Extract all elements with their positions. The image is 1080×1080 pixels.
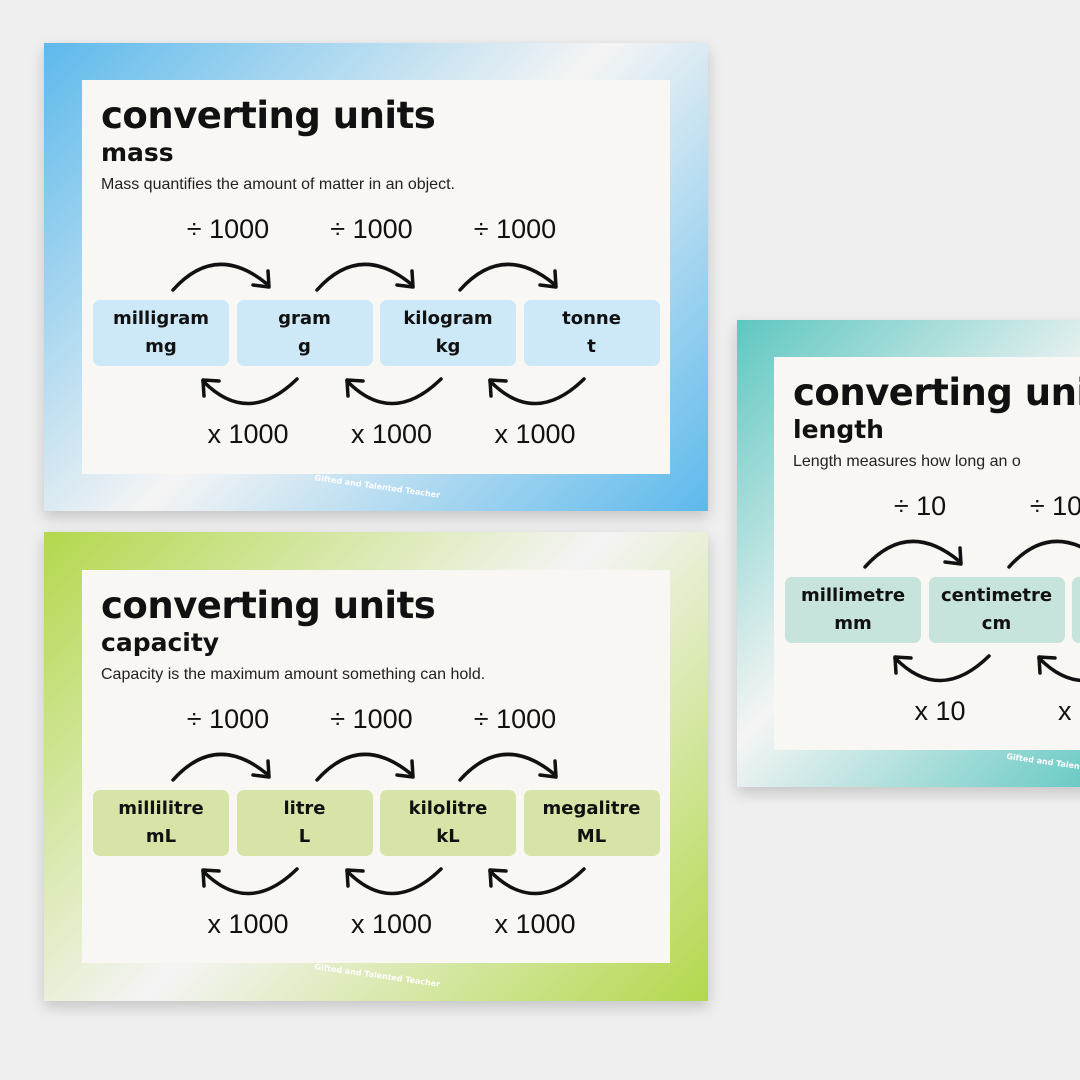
poster-length: converting units length Length measures … bbox=[737, 320, 1080, 787]
poster-description: Length measures how long an o bbox=[793, 453, 1021, 470]
unit-name: milligram bbox=[112, 308, 210, 329]
unit-name: tonne bbox=[562, 308, 621, 329]
multiply-label: x 1000 bbox=[494, 909, 576, 939]
unit-box: megalitre ML bbox=[523, 790, 660, 856]
unit-name: millilitre bbox=[118, 798, 204, 819]
unit-box bbox=[1072, 577, 1080, 643]
divide-label: ÷ 1000 bbox=[473, 214, 557, 244]
divide-label: ÷ 1000 bbox=[473, 704, 557, 734]
unit-box: millimetre mm bbox=[785, 577, 921, 643]
unit-name: millimetre bbox=[800, 585, 906, 606]
unit-box: tonne t bbox=[523, 300, 660, 366]
unit-symbol: g bbox=[298, 336, 311, 357]
poster-title: converting units bbox=[101, 584, 436, 627]
poster-panel: converting units mass Mass quantifies th… bbox=[82, 80, 670, 474]
poster-subtitle: capacity bbox=[101, 628, 220, 657]
unit-name: gram bbox=[278, 308, 331, 329]
unit-name: kilolitre bbox=[408, 798, 488, 819]
poster-description: Mass quantifies the amount of matter in … bbox=[101, 176, 455, 193]
multiply-label: x 1000 bbox=[494, 419, 576, 449]
unit-symbol: mL bbox=[145, 826, 177, 847]
multiply-label: x 1000 bbox=[207, 909, 289, 939]
arrow-right-icon bbox=[171, 262, 271, 292]
arrow-right-icon bbox=[314, 262, 415, 292]
unit-symbol: mm bbox=[834, 613, 872, 634]
divide-label: ÷ 1000 bbox=[186, 214, 270, 244]
arrow-right-icon bbox=[171, 752, 271, 782]
poster-subtitle: length bbox=[793, 415, 884, 444]
divide-label: ÷ 10 bbox=[893, 491, 947, 521]
arrow-right-icon bbox=[863, 539, 963, 569]
divide-label: ÷ 1000 bbox=[330, 704, 413, 734]
arrow-left-icon bbox=[344, 867, 443, 896]
unit-box: kilolitre kL bbox=[380, 790, 516, 856]
unit-symbol: kL bbox=[436, 826, 460, 847]
watermark-logo: Gifted and Talented Teacher bbox=[313, 962, 441, 989]
unit-symbol: kg bbox=[435, 336, 461, 357]
unit-name: megalitre bbox=[542, 798, 641, 819]
arrow-left-icon bbox=[344, 377, 443, 406]
arrow-left-icon bbox=[1036, 655, 1080, 683]
poster-subtitle: mass bbox=[101, 138, 174, 167]
arrow-left-icon bbox=[893, 654, 991, 683]
poster-title: converting units bbox=[793, 371, 1080, 414]
multiply-label: x 10 bbox=[914, 696, 966, 726]
arrow-right-icon bbox=[458, 262, 558, 292]
unit-symbol: L bbox=[298, 826, 311, 847]
unit-box: gram g bbox=[236, 300, 373, 366]
watermark-logo: Gifted and Talented bbox=[1005, 751, 1080, 774]
multiply-label: x 1000 bbox=[207, 419, 289, 449]
unit-symbol: mg bbox=[145, 336, 177, 357]
poster-mass: converting units mass Mass quantifies th… bbox=[44, 43, 708, 511]
arrow-left-icon bbox=[488, 377, 586, 406]
poster-panel: converting units length Length measures … bbox=[774, 357, 1080, 750]
unit-symbol: t bbox=[587, 336, 596, 357]
unit-name: centimetre bbox=[940, 585, 1053, 606]
arrow-right-icon bbox=[458, 752, 558, 782]
poster-capacity: converting units capacity Capacity is th… bbox=[44, 532, 708, 1001]
divide-label: ÷ 1000 bbox=[330, 214, 413, 244]
unit-name: kilogram bbox=[403, 308, 493, 329]
arrow-right-icon bbox=[314, 752, 415, 782]
divide-label: ÷ 1000 bbox=[186, 704, 270, 734]
arrow-left-icon bbox=[201, 867, 299, 896]
unit-name: litre bbox=[283, 798, 326, 819]
unit-box: litre L bbox=[236, 790, 373, 856]
arrow-left-icon bbox=[488, 867, 586, 896]
watermark-logo: Gifted and Talented Teacher bbox=[313, 473, 441, 500]
poster-panel: converting units capacity Capacity is th… bbox=[82, 570, 670, 963]
unit-box: milligram mg bbox=[93, 300, 229, 366]
multiply-label: x 1000 bbox=[350, 419, 433, 449]
multiply-label: x 10 bbox=[1057, 696, 1080, 726]
unit-box: millilitre mL bbox=[93, 790, 229, 856]
unit-box: kilogram kg bbox=[380, 300, 516, 366]
poster-title: converting units bbox=[101, 94, 436, 137]
unit-symbol: ML bbox=[576, 826, 607, 847]
multiply-label: x 1000 bbox=[350, 909, 433, 939]
arrow-right-icon bbox=[1006, 539, 1080, 569]
unit-box: centimetre cm bbox=[928, 577, 1065, 643]
divide-label: ÷ 100 bbox=[1029, 491, 1080, 521]
unit-symbol: cm bbox=[981, 613, 1012, 634]
arrow-left-icon bbox=[201, 377, 299, 406]
poster-description: Capacity is the maximum amount something… bbox=[101, 666, 486, 683]
